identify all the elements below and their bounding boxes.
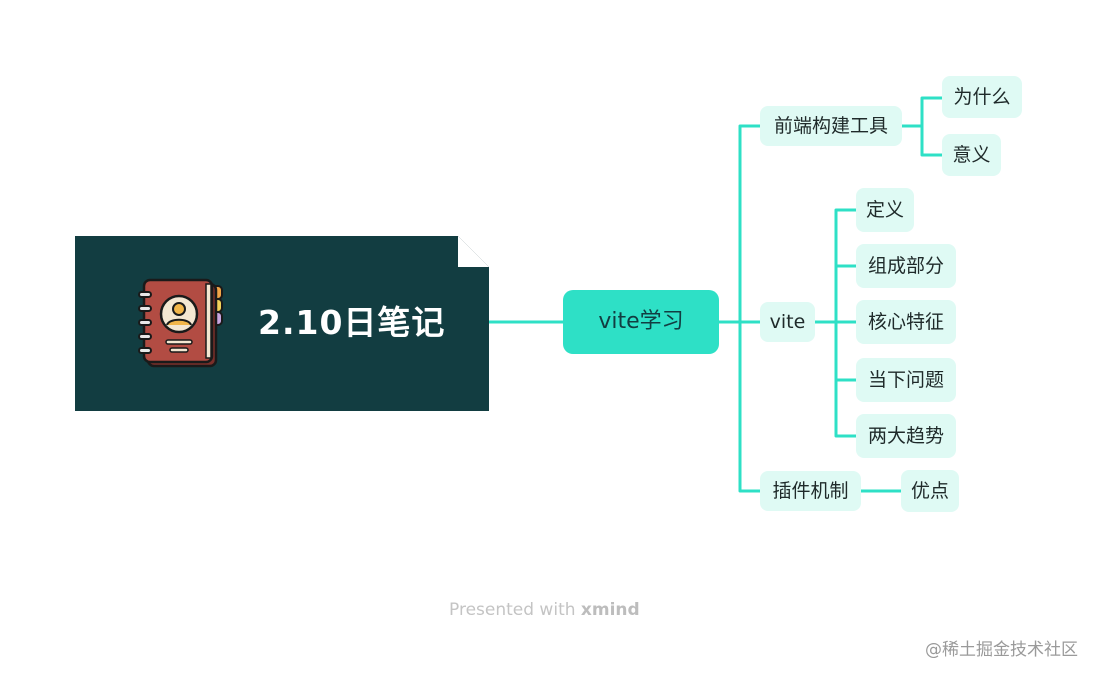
topic-components[interactable]: 组成部分 — [856, 244, 956, 288]
connector-main-trunk — [717, 124, 762, 493]
root-topic-title: 2.10日笔记 — [258, 303, 446, 342]
topic-why[interactable]: 为什么 — [942, 76, 1022, 118]
connector-branch-2 — [813, 208, 858, 438]
branch-plugin-mechanism[interactable]: 插件机制 — [760, 471, 861, 511]
topic-definition[interactable]: 定义 — [856, 188, 914, 232]
branch-frontend-build-tools[interactable]: 前端构建工具 — [760, 106, 902, 146]
notebook-icon — [138, 278, 223, 368]
topic-meaning[interactable]: 意义 — [942, 134, 1001, 176]
main-topic[interactable]: vite学习 — [563, 290, 719, 354]
watermark: @稀土掘金技术社区 — [925, 640, 1078, 660]
branch-vite[interactable]: vite — [760, 302, 815, 342]
topic-current-issues[interactable]: 当下问题 — [856, 358, 956, 402]
xmind-brand: xmind — [580, 600, 640, 620]
credit-prefix: Presented with — [449, 600, 581, 620]
presented-with-credit: Presented with xmind — [449, 600, 640, 620]
topic-two-trends[interactable]: 两大趋势 — [856, 414, 956, 458]
connector-branch-1 — [900, 96, 944, 157]
topic-core-features[interactable]: 核心特征 — [856, 300, 956, 344]
topic-advantages[interactable]: 优点 — [901, 470, 959, 512]
